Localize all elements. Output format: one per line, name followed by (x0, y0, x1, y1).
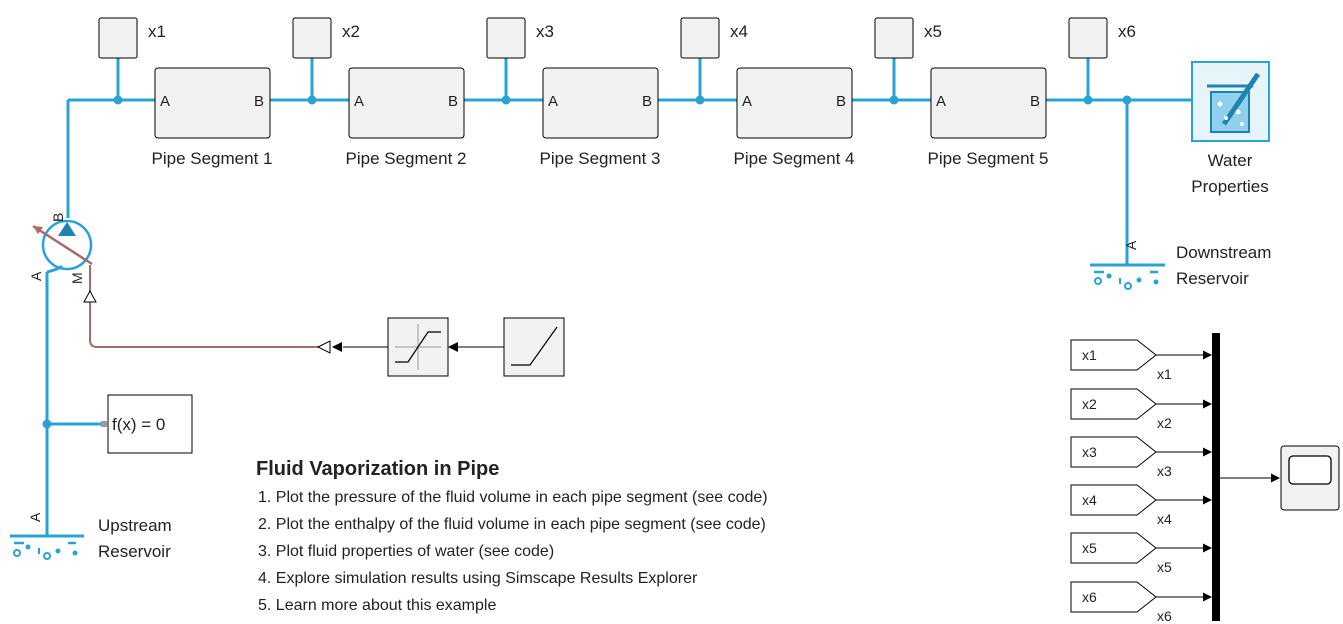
pump-port-m: M (69, 272, 85, 284)
reservoir-icon (1094, 270, 1159, 290)
from-block-5[interactable]: x5 (1070, 532, 1157, 564)
pipe-segment-1[interactable]: A B Pipe Segment 1 (152, 67, 273, 168)
note-link-1[interactable]: 1. Plot the pressure of the fluid volume… (258, 489, 768, 506)
pipe-segment-2-port-b: B (448, 93, 458, 110)
pipe-segment-4[interactable]: A B Pipe Segment 4 (734, 67, 855, 168)
note-link-3[interactable]: 3. Plot fluid properties of water (see c… (258, 543, 554, 560)
signal-label-4: x4 (1157, 511, 1172, 527)
scope-icon (1288, 455, 1332, 485)
downstream-reservoir-line1: Downstream (1176, 243, 1271, 262)
downstream-reservoir[interactable]: A Downstream Reservoir (1090, 240, 1271, 290)
sensor-label-4: x4 (730, 22, 748, 41)
upstream-reservoir-line1: Upstream (98, 516, 172, 535)
from-block-6[interactable]: x6 (1070, 581, 1157, 613)
from-block-2[interactable]: x2 (1070, 388, 1157, 420)
saturation-icon (395, 331, 441, 363)
note-link-2[interactable]: 2. Plot the enthalpy of the fluid volume… (258, 516, 766, 533)
saturation-block[interactable] (387, 317, 449, 377)
pipe-segment-2-label: Pipe Segment 2 (346, 149, 467, 168)
signal-label-3: x3 (1157, 463, 1172, 479)
sensor-label-3: x3 (536, 22, 554, 41)
sensor-block-3[interactable]: x3 (486, 17, 554, 59)
mux-output-line (1220, 473, 1280, 483)
pipe-segment-5[interactable]: A B Pipe Segment 5 (928, 67, 1049, 168)
notes-title: Fluid Vaporization in Pipe (256, 458, 499, 480)
pipe-segment-3[interactable]: A B Pipe Segment 3 (540, 67, 661, 168)
sensor-label-6: x6 (1118, 22, 1136, 41)
from-block-4[interactable]: x4 (1070, 484, 1157, 516)
sensor-block-6[interactable]: x6 (1068, 17, 1136, 59)
pipe-segment-4-port-a: A (742, 93, 752, 110)
note-link-4[interactable]: 4. Explore simulation results using Sims… (258, 570, 698, 587)
from-block-3[interactable]: x3 (1070, 436, 1157, 468)
signal-label-6: x6 (1157, 608, 1172, 624)
pipe-segment-2[interactable]: A B Pipe Segment 2 (346, 67, 467, 168)
pipe-segment-3-port-a: A (548, 93, 558, 110)
from-block-1[interactable]: x1 (1070, 339, 1157, 371)
upstream-reservoir[interactable]: A Upstream Reservoir (10, 512, 172, 561)
from-tag-2: x2 (1082, 396, 1097, 412)
annotation-notes: Fluid Vaporization in Pipe 1. Plot the p… (256, 458, 768, 614)
pump-arrow-icon (58, 222, 76, 236)
water-properties-block[interactable]: Water Properties (1191, 61, 1270, 196)
ramp-block[interactable] (503, 317, 565, 377)
water-properties-line1: Water (1208, 151, 1253, 170)
sensor-label-2: x2 (342, 22, 360, 41)
note-link-5[interactable]: 5. Learn more about this example (258, 597, 496, 614)
sensor-label-1: x1 (148, 22, 166, 41)
signal-label-5: x5 (1157, 559, 1172, 575)
upstream-reservoir-line2: Reservoir (98, 542, 171, 561)
pipe-segment-5-port-b: B (1030, 93, 1040, 110)
downstream-reservoir-line2: Reservoir (1176, 269, 1249, 288)
pipe-segment-1-port-b: B (254, 93, 264, 110)
pipe-segment-5-label: Pipe Segment 5 (928, 149, 1049, 168)
from-tag-5: x5 (1082, 540, 1097, 556)
junction-dots (42, 95, 1132, 429)
scope-block[interactable] (1280, 445, 1340, 511)
pipe-segment-1-label: Pipe Segment 1 (152, 149, 273, 168)
from-tag-3: x3 (1082, 444, 1097, 460)
sensor-label-5: x5 (924, 22, 942, 41)
pipe-segment-5-port-a: A (936, 93, 946, 110)
downstream-reservoir-port: A (1123, 240, 1139, 250)
pipe-segment-3-label: Pipe Segment 3 (540, 149, 661, 168)
water-properties-line2: Properties (1191, 177, 1268, 196)
sensor-block-5[interactable]: x5 (874, 17, 942, 59)
mux-signal-lines (1156, 350, 1212, 602)
reservoir-icon-upstream (13, 541, 78, 560)
pump-port-b: B (50, 213, 66, 222)
sensor-block-2[interactable]: x2 (292, 17, 360, 59)
signal-lines-top (343, 342, 504, 352)
upstream-reservoir-port: A (27, 512, 43, 522)
pump-port-a: A (28, 271, 44, 281)
mux-signal-labels: x1 x2 x3 x4 x5 x6 (1157, 366, 1172, 624)
from-tag-6: x6 (1082, 589, 1097, 605)
sensor-block-1[interactable]: x1 (98, 17, 166, 59)
pipe-segment-1-port-a: A (160, 93, 170, 110)
from-tag-4: x4 (1082, 492, 1097, 508)
from-tag-1: x1 (1082, 347, 1097, 363)
solver-configuration-block[interactable]: f(x) = 0 (101, 394, 193, 454)
pipe-segment-4-label: Pipe Segment 4 (734, 149, 855, 168)
signal-label-1: x1 (1157, 366, 1172, 382)
mux-block[interactable] (1212, 333, 1220, 621)
pump-block[interactable]: B A M (28, 213, 93, 284)
physical-signal-line (83, 265, 342, 354)
pipe-segment-3-port-b: B (642, 93, 652, 110)
signal-label-2: x2 (1157, 415, 1172, 431)
solver-text: f(x) = 0 (112, 415, 165, 434)
ramp-icon (511, 326, 558, 366)
pipe-segment-2-port-a: A (354, 93, 364, 110)
pipe-segment-4-port-b: B (836, 93, 846, 110)
beaker-icon (1207, 72, 1261, 133)
sensor-block-4[interactable]: x4 (680, 17, 748, 59)
